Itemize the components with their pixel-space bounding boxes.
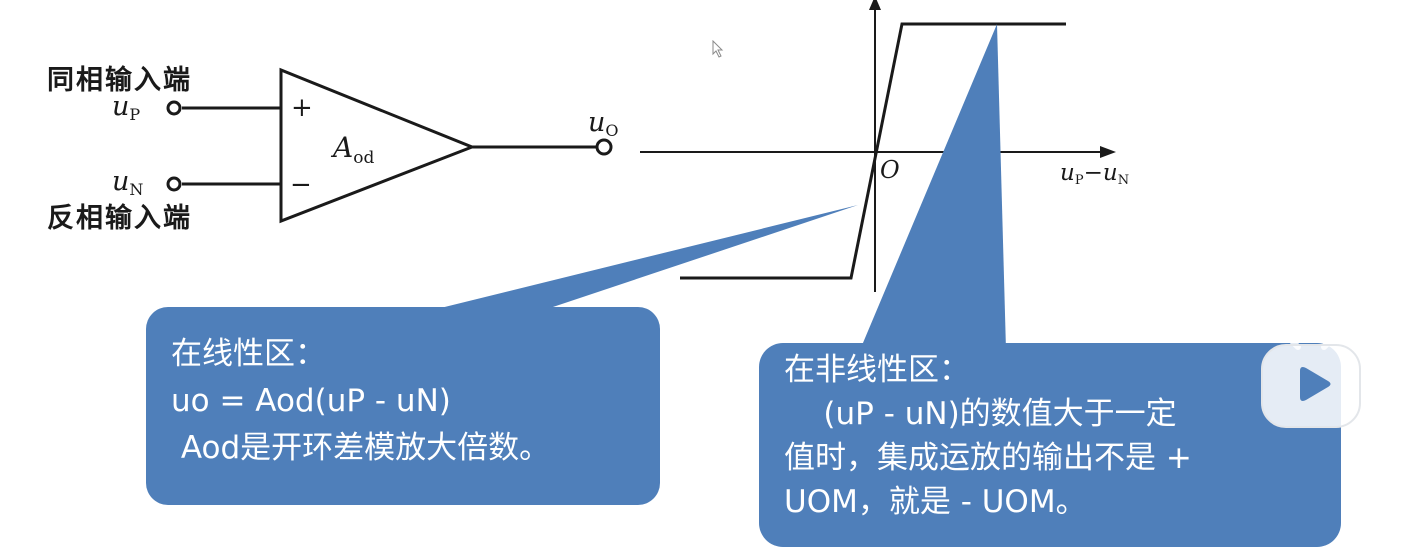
y-axis-arrow [869, 0, 881, 10]
characteristic-line [680, 22, 1066, 280]
minus-sign: − [290, 170, 312, 200]
nonlinear-callout-line-2: (uP - uN)的数值大于一定 [784, 396, 1177, 432]
linear-callout-text: 在线性区： uo = Aod(uP - uN) Aod是开环差模放大倍数。 [171, 331, 550, 472]
linear-callout-line-1: 在线性区： [171, 336, 326, 372]
nonlinear-callout-line-3: 值时，集成运放的输出不是 + [784, 440, 1192, 476]
linear-callout-line-2: uo = Aod(uP - uN) [171, 383, 451, 419]
gain-label: Aod [330, 131, 374, 168]
plus-sign: + [291, 93, 313, 123]
nonlinear-callout [759, 24, 1341, 547]
linear-callout [146, 205, 858, 505]
nonlinear-callout-line-1: 在非线性区： [784, 352, 970, 388]
linear-callout-line-3: Aod是开环差模放大倍数。 [171, 430, 551, 466]
linear-callout-pointer [400, 205, 858, 318]
nonlinear-callout-text: 在非线性区： (uP - uN)的数值大于一定 值时，集成运放的输出不是 + U… [784, 348, 1192, 524]
cursor-icon [712, 40, 724, 58]
output-terminal [595, 138, 613, 156]
transfer-curve [640, 0, 1116, 292]
input-n-label: uN [112, 166, 143, 199]
input-p-label: uP [112, 91, 140, 124]
x-axis-label: uP−uN [1060, 160, 1129, 188]
origin-label: O [880, 156, 900, 184]
linear-callout-box [146, 307, 660, 505]
op-amp-triangle [279, 67, 477, 224]
input-n-terminal [166, 176, 182, 192]
nonlinear-callout-box [759, 343, 1341, 547]
inverting-input-label: 反相输入端 [47, 203, 192, 234]
op-amp-circuit [166, 67, 613, 224]
output-label: uO [588, 107, 619, 140]
nonlinear-callout-pointer [860, 24, 1006, 350]
play-icon [1261, 332, 1361, 428]
noninverting-input-label: 同相输入端 [47, 65, 192, 96]
x-axis-arrow [1100, 146, 1116, 158]
input-p-terminal [166, 100, 182, 116]
play-button[interactable] [1256, 327, 1366, 433]
nonlinear-callout-line-4: UOM，就是 - UOM。 [784, 484, 1087, 520]
